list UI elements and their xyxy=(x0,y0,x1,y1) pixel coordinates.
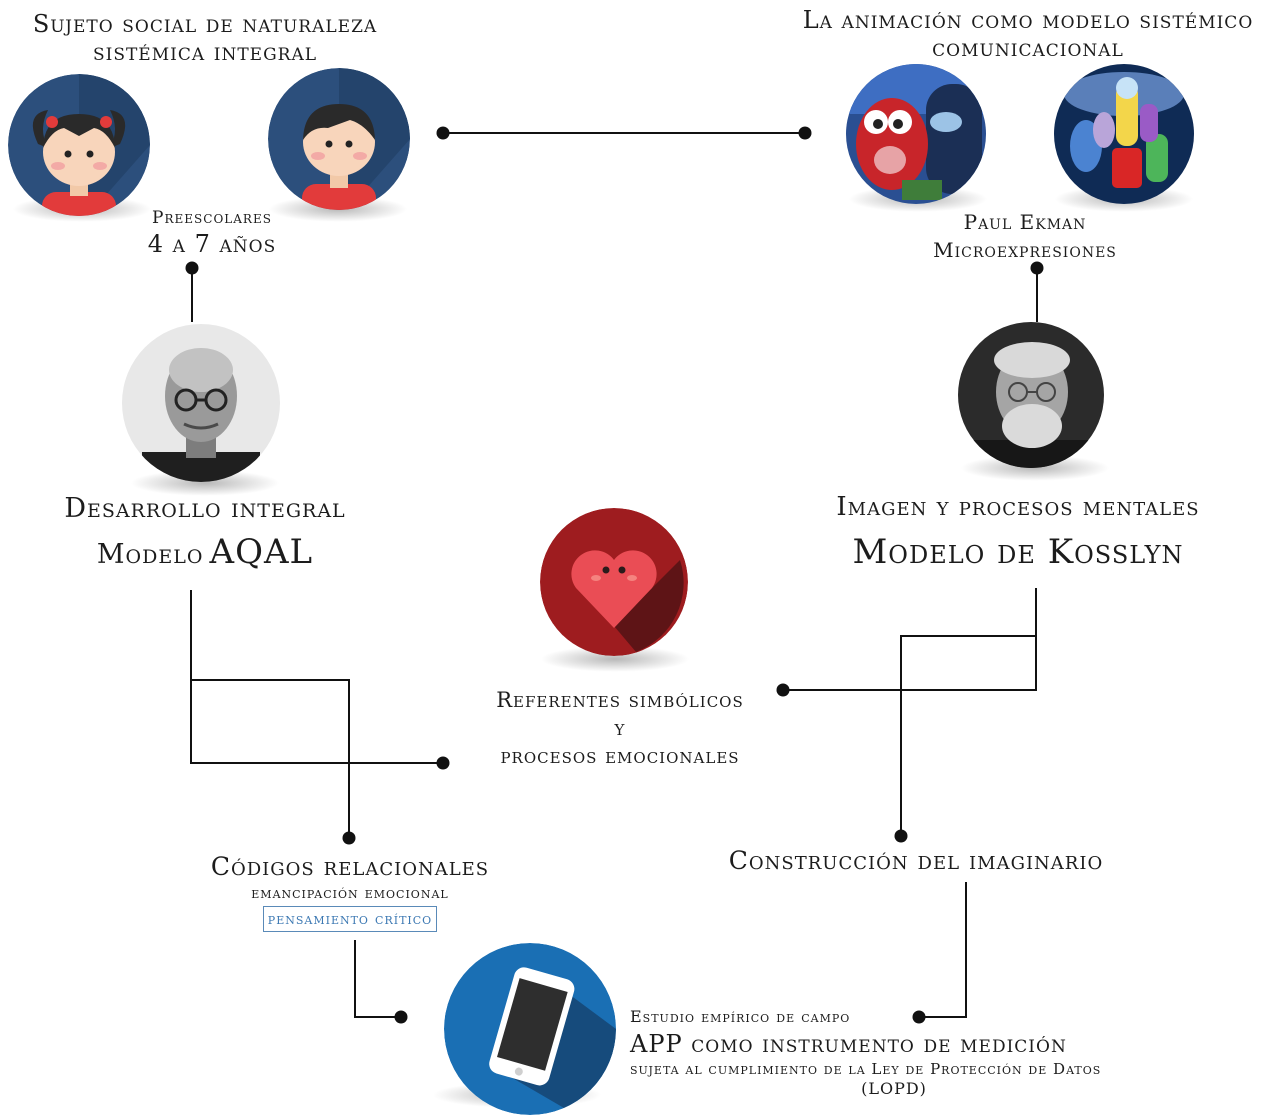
girl-avatar-icon xyxy=(8,74,150,216)
boy-avatar-icon xyxy=(268,68,410,210)
app-line-2: sujeta al cumplimiento de la Ley de Prot… xyxy=(630,1060,1102,1078)
desarrollo-aqal: AQAL xyxy=(209,532,314,572)
estudio-text: Estudio empírico de campo xyxy=(630,1007,851,1026)
imagen-line-1: Imagen y procesos mentales xyxy=(836,492,1200,522)
sujeto-line-2: sistémica integral xyxy=(92,38,318,66)
author-portrait-photo xyxy=(122,324,280,482)
construccion-title: Construcción del imaginario xyxy=(690,846,1142,876)
referentes-line-2: y xyxy=(614,716,626,740)
preescolares-line-2: 4 a 7 años xyxy=(147,230,277,258)
preescolares-line-1: Preescolares xyxy=(152,208,272,228)
imagen-line-2: Modelo de Kosslyn xyxy=(852,532,1184,572)
heart-icon xyxy=(540,508,688,656)
app-line-3: (LOPD) xyxy=(861,1079,927,1098)
desarrollo-title: Desarrollo integral Modelo AQAL xyxy=(20,492,390,574)
app-title: Estudio empírico de campo APP como instr… xyxy=(630,1006,1158,1100)
sujeto-title: Sujeto social de naturaleza sistémica in… xyxy=(15,10,395,66)
animacion-line-1: La animación como modelo sistémico xyxy=(802,6,1254,34)
desarrollo-line-2: Modelo AQAL xyxy=(20,530,390,574)
imagen-title: Imagen y procesos mentales Modelo de Kos… xyxy=(790,490,1246,574)
desarrollo-modelo: Modelo xyxy=(96,539,204,570)
preescolares-label: Preescolares 4 a 7 años xyxy=(112,208,312,260)
ekman-line-1: Paul Ekman xyxy=(963,210,1087,234)
ekman-label: Paul Ekman Microexpresiones xyxy=(890,208,1160,264)
referentes-line-1: Referentes simbólicos xyxy=(496,688,744,712)
ekman-line-2: Microexpresiones xyxy=(933,238,1117,262)
animacion-line-2: comunicacional xyxy=(932,34,1124,62)
codigos-line-2: emancipación emocional xyxy=(251,883,449,902)
desarrollo-line-1: Desarrollo integral xyxy=(64,493,346,524)
smartphone-icon xyxy=(444,943,616,1115)
animation-characters-photo xyxy=(846,64,986,204)
app-line-1: APP como instrumento de medición xyxy=(630,1030,1067,1058)
sujeto-line-1: Sujeto social de naturaleza xyxy=(32,10,378,38)
codigos-line-3: pensamiento crítico xyxy=(262,906,438,932)
construccion-text: Construcción del imaginario xyxy=(728,846,1104,875)
codigos-line-1: Códigos relacionales xyxy=(210,852,490,881)
codigos-title: Códigos relacionales emancipación emocio… xyxy=(170,852,530,932)
animacion-title: La animación como modelo sistémico comun… xyxy=(776,6,1280,62)
inside-out-characters-photo xyxy=(1054,64,1194,204)
referentes-title: Referentes simbólicos y procesos emocion… xyxy=(450,686,790,770)
kosslyn-portrait-photo xyxy=(958,322,1104,468)
referentes-line-3: procesos emocionales xyxy=(500,744,740,768)
